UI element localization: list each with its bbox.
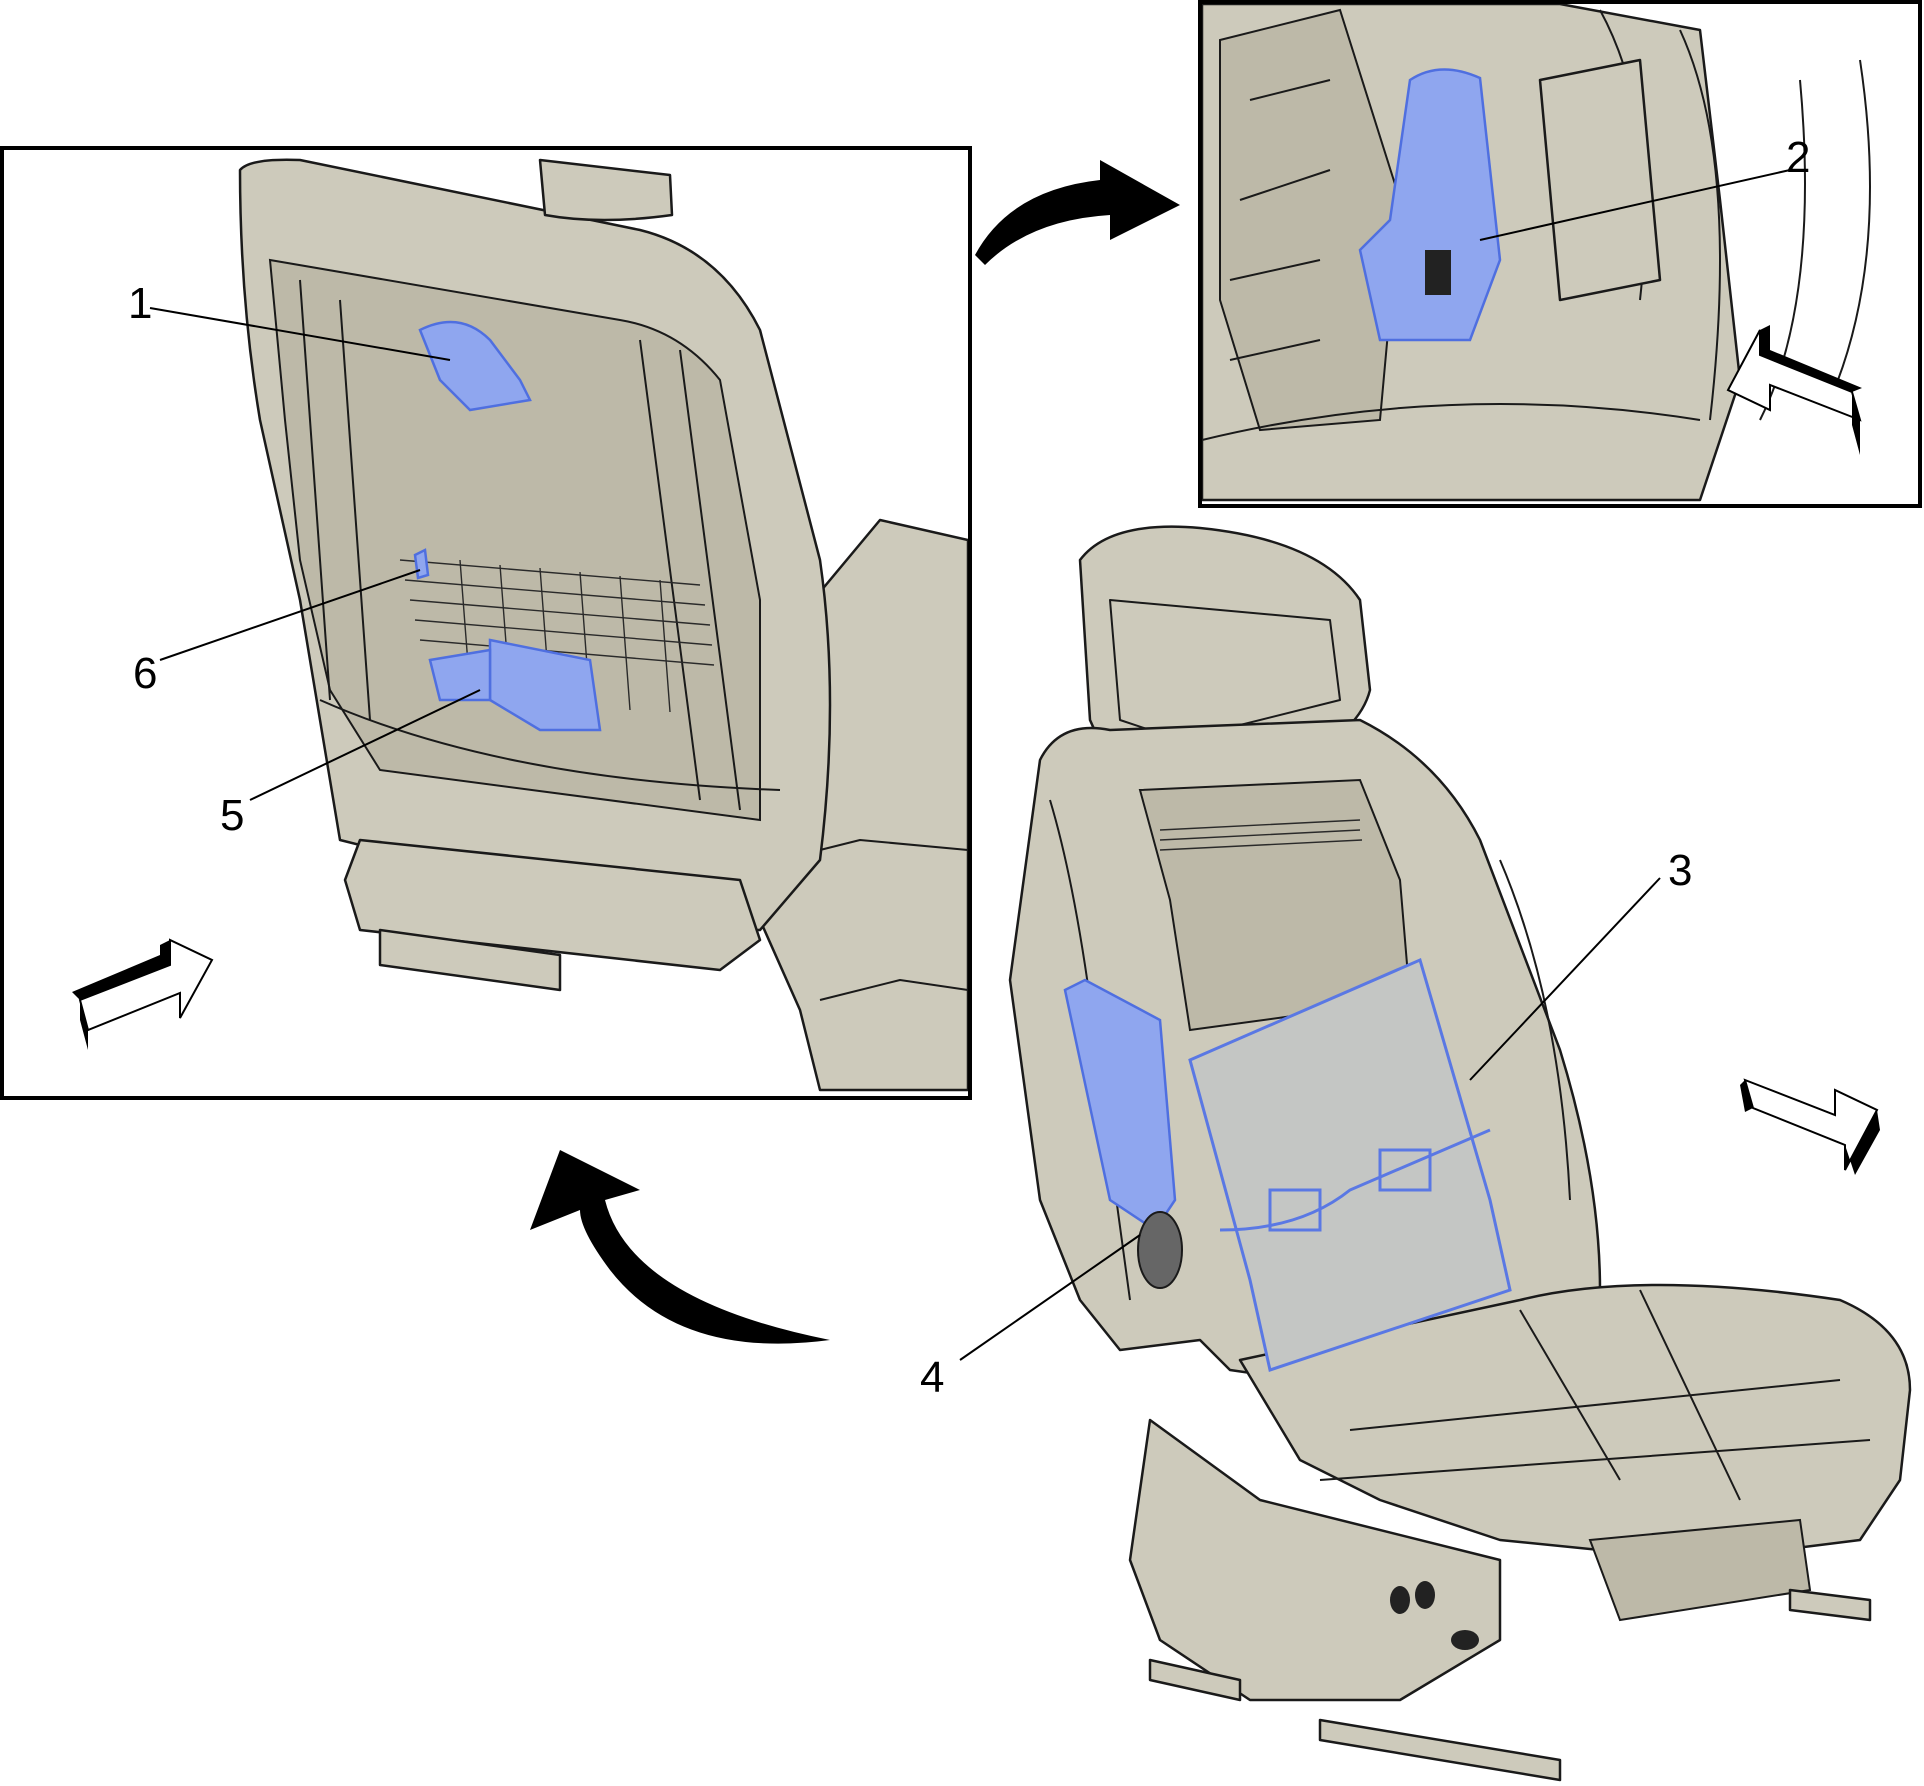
view-direction-arrow-icon	[1740, 1078, 1880, 1175]
view-direction-arrow-icon	[72, 938, 214, 1050]
curved-pointer-arrow-icon	[530, 1150, 830, 1344]
component-2-highlight	[1358, 68, 1502, 342]
component-6-highlight	[413, 548, 430, 580]
callout-6: 6	[133, 649, 157, 698]
seat-assembly	[1008, 525, 1912, 1782]
callout-4: 4	[920, 1353, 944, 1402]
callout-3: 3	[1668, 846, 1692, 895]
view-direction-arrow-icon	[1726, 325, 1862, 455]
callout-5: 5	[220, 791, 244, 840]
callout-2: 2	[1786, 133, 1810, 182]
component-1-highlight	[418, 320, 532, 412]
curved-pointer-arrow-icon	[975, 160, 1180, 265]
component-3-highlight	[1188, 957, 1512, 1372]
rear-view-inset	[0, 146, 972, 1100]
callout-1: 1	[128, 279, 152, 328]
actuator-inset	[1198, 0, 1922, 508]
